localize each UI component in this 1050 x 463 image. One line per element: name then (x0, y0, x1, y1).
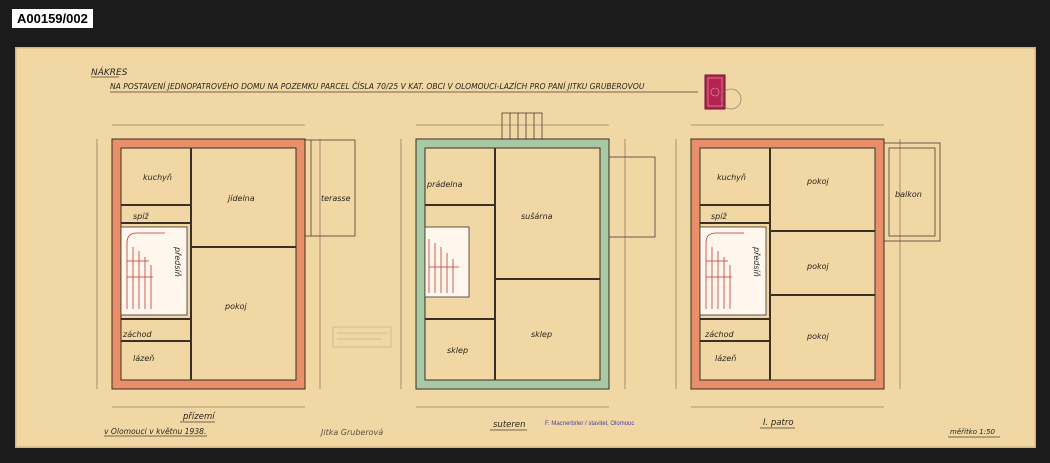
room-pokoj-3b: pokoj (806, 262, 830, 271)
room-spiz-3: spíž (711, 212, 727, 221)
builder-stamp: F. Macnerbrler / stavitel, Olomouc (545, 421, 634, 427)
room-jidelna-1: jídelna (227, 194, 255, 203)
room-balkon-3: balkon (895, 190, 922, 199)
room-sklep-2b: sklep (447, 346, 468, 355)
room-kuchyn-1: kuchyň (143, 173, 172, 182)
plan-suteren: prádelna sušárna sklep sklep suteren (400, 112, 656, 431)
drawing-sheet: NÁKRES NA POSTAVENÍ JEDNOPATROVÉHO DOMU … (15, 47, 1036, 448)
place-date: v Olomouci v květnu 1938. (104, 427, 206, 436)
plan-label-suteren: suteren (493, 420, 526, 430)
plan-label-patro: I. patro (763, 418, 794, 428)
room-zachod-3: záchod (704, 330, 734, 339)
title-line2: NA POSTAVENÍ JEDNOPATROVÉHO DOMU NA POZE… (110, 82, 645, 91)
plan-label-prizemi: přízemí (182, 412, 216, 422)
room-sklep-2a: sklep (531, 330, 552, 339)
plan-patro: kuchyň pokoj balkon spíž předsíň pokoj z… (675, 124, 941, 429)
title-line1: NÁKRES (91, 66, 128, 78)
revenue-stamp (704, 74, 742, 110)
room-pradelna-2: prádelna (426, 180, 463, 189)
room-lazen-3: lázeň (715, 354, 736, 363)
room-predsin-3: předsíň (752, 246, 761, 277)
room-kuchyn-3: kuchyň (717, 173, 746, 182)
plan-prizemi: kuchyň jídelna terasse spíž předsíň poko… (96, 124, 356, 423)
svg-text:F. Macnerbrler / stavitel, Olo: F. Macnerbrler / stavitel, Olomouc (545, 421, 634, 427)
room-lazen-1: lázeň (133, 354, 154, 363)
room-spiz-1: spíž (133, 212, 149, 221)
room-pokoj-3a: pokoj (806, 177, 830, 186)
room-predsin-1: předsíň (173, 246, 182, 277)
room-terasse-1: terasse (321, 194, 351, 203)
archive-id-label: A00159/002 (12, 9, 93, 28)
scale-note: měřítko 1:50 (950, 428, 996, 436)
owner-signature: Jitka Gruberová (319, 428, 383, 437)
room-pokoj-3c: pokoj (806, 332, 830, 341)
room-pokoj-1: pokoj (224, 302, 248, 311)
room-zachod-1: záchod (122, 330, 152, 339)
room-susarna-2: sušárna (521, 211, 553, 221)
